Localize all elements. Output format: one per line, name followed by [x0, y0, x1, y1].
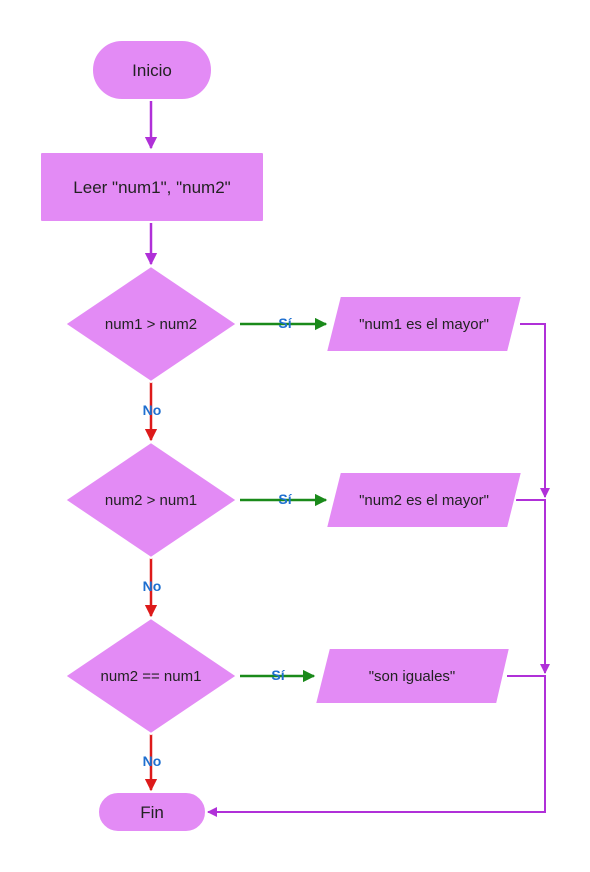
connector-output3-end [207, 675, 546, 817]
decision2-node [63, 440, 239, 560]
no-label-1: No [143, 402, 162, 418]
decision1-node [63, 264, 239, 384]
input-node-label: Leer "num1", "num2" [73, 178, 230, 197]
output3-label: "son iguales" [369, 668, 456, 685]
output1-label: "num1 es el mayor" [359, 316, 489, 333]
connector-output2-rail [516, 499, 550, 674]
output2-label: "num2 es el mayor" [359, 492, 489, 509]
end-node-label: Fin [140, 803, 164, 822]
no-label-3: No [143, 753, 162, 769]
end-node [97, 791, 207, 833]
yes-label-1: Sí [278, 315, 292, 331]
input-node [39, 151, 265, 223]
output2-node [324, 471, 524, 529]
decision3-node [63, 616, 239, 736]
yes-label-2: Sí [278, 491, 292, 507]
yes-label-3: Sí [271, 667, 285, 683]
output3-node [313, 647, 512, 705]
decision2-label: num2 > num1 [105, 492, 197, 509]
start-node [91, 39, 213, 101]
no-label-2: No [143, 578, 162, 594]
decision1-label: num1 > num2 [105, 316, 197, 333]
output1-node [324, 295, 524, 353]
connector-output1-rail [520, 323, 550, 498]
decision3-label: num2 == num1 [101, 668, 202, 685]
start-node-label: Inicio [132, 61, 172, 80]
